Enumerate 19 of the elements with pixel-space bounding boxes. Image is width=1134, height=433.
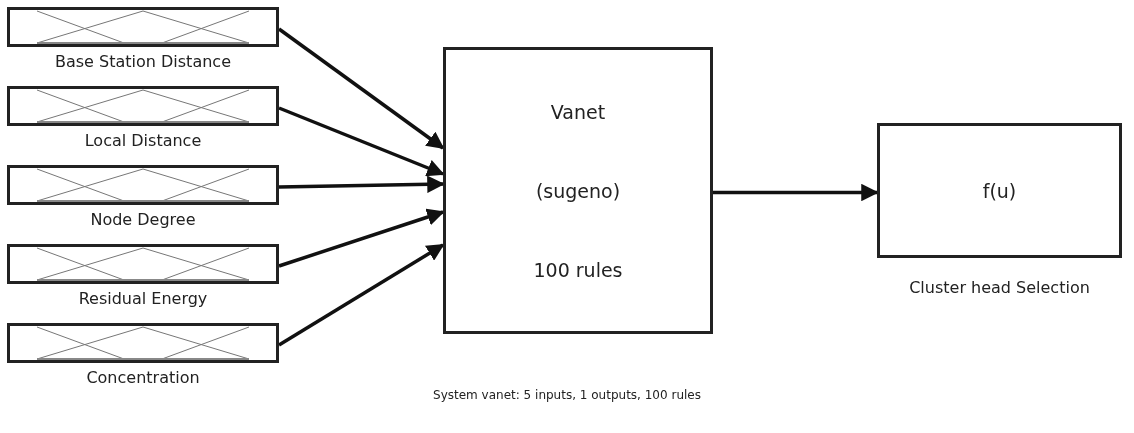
arrow	[277, 27, 445, 150]
arrow	[278, 208, 445, 268]
output-label: Cluster head Selection	[908, 278, 1091, 297]
box-text: Vanet	[550, 100, 606, 123]
input-label: Concentration	[86, 368, 200, 387]
input-label: Base Station Distance	[55, 52, 231, 71]
arrow	[713, 183, 879, 202]
arrow	[278, 106, 445, 177]
input-label: Local Distance	[84, 131, 202, 150]
arrow	[278, 175, 445, 194]
input-label: Node Degree	[90, 210, 196, 229]
fis-box	[443, 47, 713, 334]
box-text: f(u)	[982, 179, 1017, 202]
input-label: Residual Energy	[78, 289, 208, 308]
output-box	[877, 123, 1122, 258]
caption: System vanet: 5 inputs, 1 outputs, 100 rules	[432, 388, 702, 402]
box-text: (sugeno)	[535, 179, 621, 202]
arrow	[278, 243, 445, 347]
box-text: 100 rules	[533, 258, 623, 281]
